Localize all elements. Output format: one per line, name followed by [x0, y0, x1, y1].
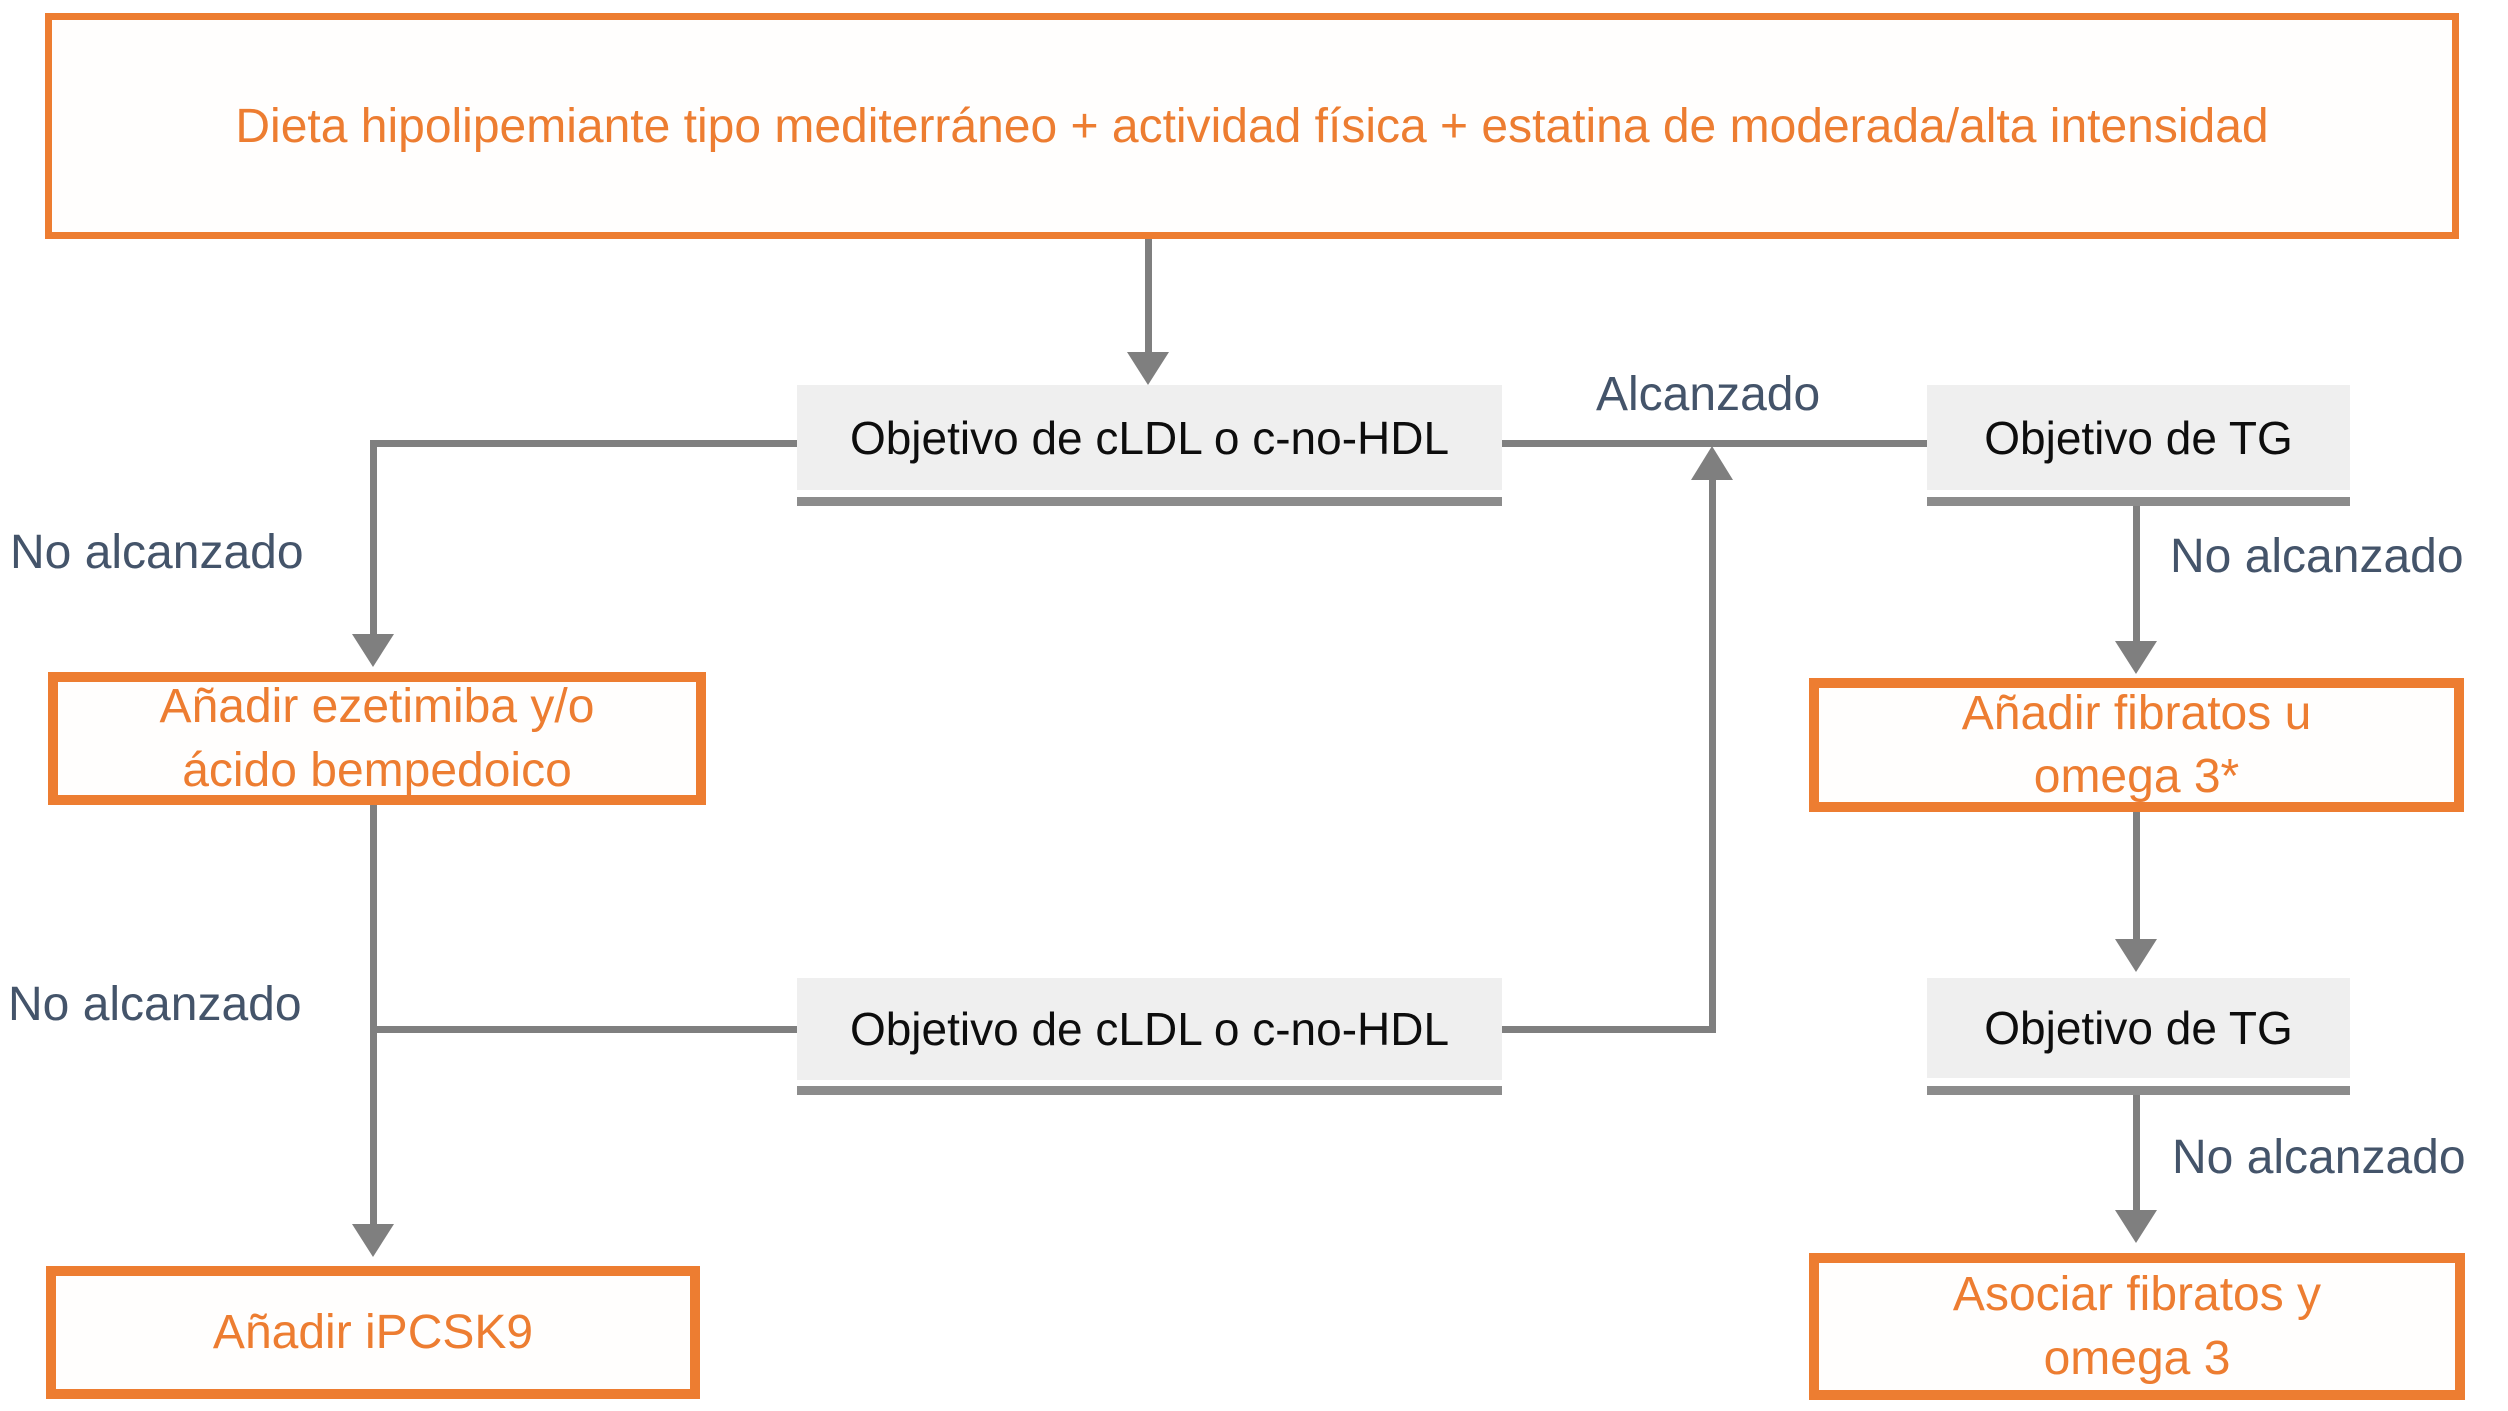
node-ldl-goal-first: Objetivo de cLDL o c-no-HDL [797, 385, 1502, 490]
connector-tg1-to-fibrates-stem [2133, 506, 2140, 641]
node-ldl-goal-second: Objetivo de cLDL o c-no-HDL [797, 978, 1502, 1080]
edge-label-achieved: Alcanzado [1596, 368, 1821, 421]
connector-ldl1-to-tg1-horizontal [1502, 440, 1927, 447]
arrowhead-to-tg2-icon [2115, 939, 2157, 972]
connector-fibrates-to-tg2-stem [2133, 812, 2140, 939]
edge-label-not-achieved-tg-second: No alcanzado [2172, 1131, 2466, 1184]
connector-ldl2-right-horizontal [1502, 1026, 1716, 1033]
node-ldl-goal-first-label: Objetivo de cLDL o c-no-HDL [849, 411, 1450, 464]
node-tg-goal-first-underline [1927, 497, 2350, 506]
arrowhead-ldl2-up-icon [1691, 446, 1733, 480]
arrowhead-to-combine-icon [2115, 1210, 2157, 1243]
arrowhead-to-ipcsk9-icon [352, 1224, 394, 1257]
connector-junction-to-ldl2-horizontal [370, 1026, 797, 1033]
node-add-ipcsk9-label: Añadir iPCSK9 [212, 1305, 534, 1359]
connector-ldl1-left-horizontal [370, 440, 797, 447]
node-ldl-goal-first-underline [797, 497, 1502, 506]
connector-ldl2-up-stem [1709, 480, 1716, 1030]
node-tg-goal-first-label: Objetivo de TG [1984, 411, 2293, 464]
connector-ldl1-to-ezetimibe-stem [370, 440, 377, 634]
edge-label-not-achieved-ldl-first: No alcanzado [10, 526, 304, 579]
node-base-therapy: Dieta hipolipemiante tipo mediterráneo +… [45, 13, 2459, 239]
node-add-ipcsk9: Añadir iPCSK9 [46, 1266, 700, 1399]
edge-label-not-achieved-tg-first: No alcanzado [2170, 530, 2464, 583]
arrowhead-to-ezetimibe-icon [352, 634, 394, 667]
connector-tg2-to-combine-stem [2133, 1095, 2140, 1210]
arrowhead-base-to-ldl-icon [1127, 352, 1169, 385]
edge-label-not-achieved-ldl-second: No alcanzado [8, 978, 302, 1031]
connector-ezetimibe-to-ipcsk9-stem [370, 805, 377, 1224]
node-ldl-goal-second-label: Objetivo de cLDL o c-no-HDL [849, 1003, 1450, 1055]
arrowhead-to-fibrates-icon [2115, 641, 2157, 674]
node-ldl-goal-second-underline [797, 1086, 1502, 1095]
node-base-therapy-label: Dieta hipolipemiante tipo mediterráneo +… [235, 99, 2269, 153]
node-tg-goal-second-label: Objetivo de TG [1984, 1002, 2293, 1054]
node-tg-goal-second: Objetivo de TG [1927, 978, 2350, 1078]
node-tg-goal-first: Objetivo de TG [1927, 385, 2350, 490]
connector-base-to-ldl-stem [1145, 239, 1152, 352]
node-tg-goal-second-underline [1927, 1086, 2350, 1095]
